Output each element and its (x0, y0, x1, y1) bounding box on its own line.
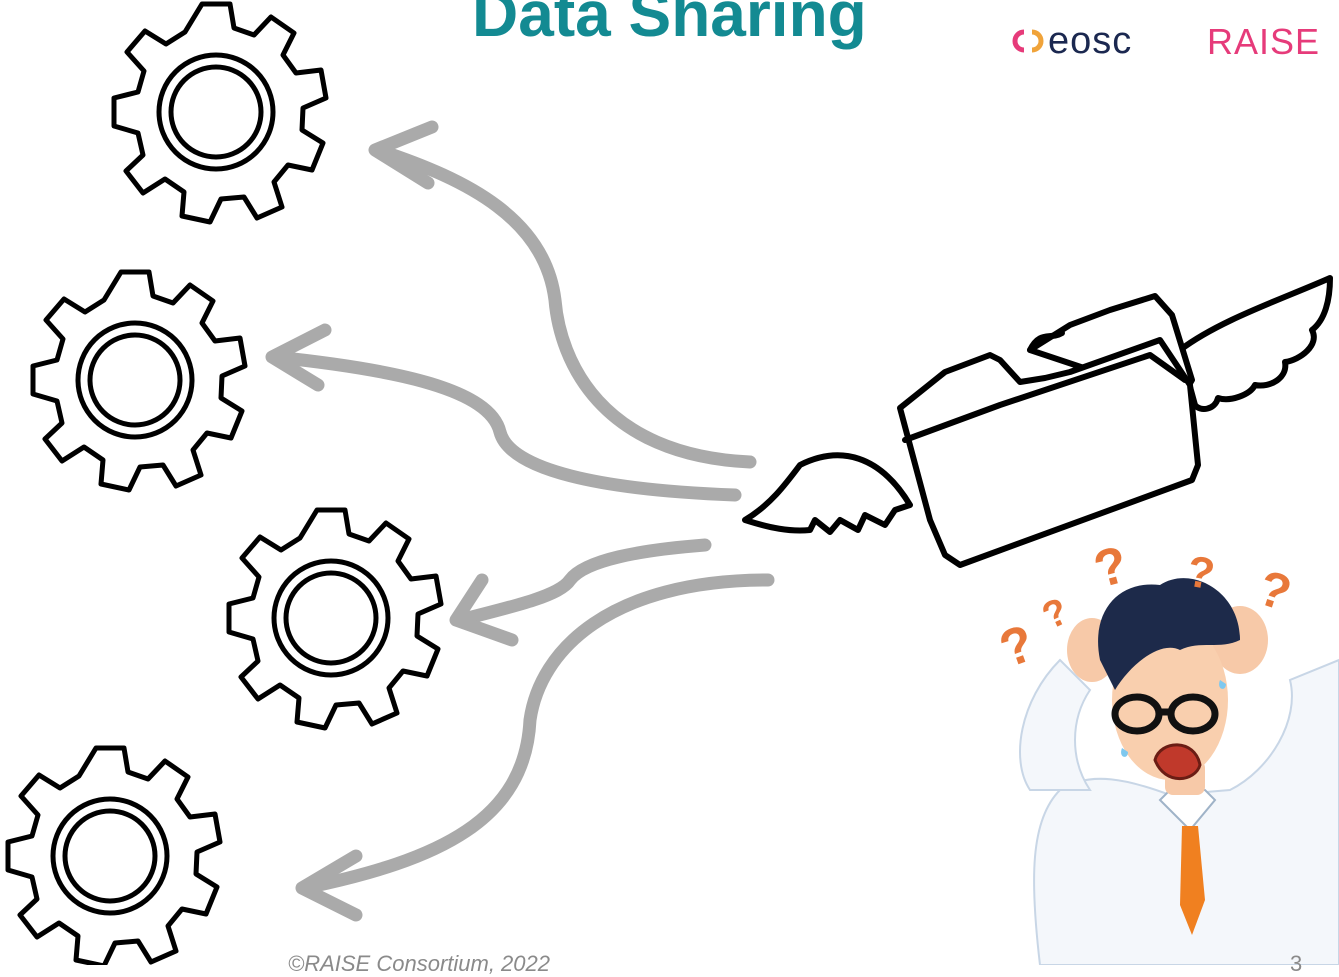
question-mark: ? (1036, 590, 1075, 638)
eosc-logo: eosc (1010, 22, 1132, 60)
arrow-to-gear-3 (449, 538, 712, 647)
gear-icon (114, 4, 326, 222)
gear-icon (229, 510, 441, 728)
arrow-to-gear-2 (265, 323, 742, 502)
arrow-to-gear-1 (368, 120, 757, 469)
page-number: 3 (1290, 951, 1303, 976)
arrow-to-gear-4 (295, 573, 775, 922)
question-mark: ? (1088, 535, 1134, 599)
raise-logo: RAISE (1207, 21, 1321, 62)
flying-folder-icon (742, 275, 1333, 568)
confused-person-illustration (1019, 578, 1339, 965)
eosc-mark-icon (1012, 29, 1044, 53)
question-mark: ? (992, 614, 1042, 679)
eosc-logo-text: eosc (1048, 20, 1133, 62)
gear-icon (33, 272, 245, 490)
gear-icon (8, 748, 220, 965)
slide-title: Data Sharing (472, 0, 867, 50)
slide-footer: ©RAISE Consortium, 2022 (288, 951, 550, 976)
question-mark: ? (1252, 559, 1298, 622)
